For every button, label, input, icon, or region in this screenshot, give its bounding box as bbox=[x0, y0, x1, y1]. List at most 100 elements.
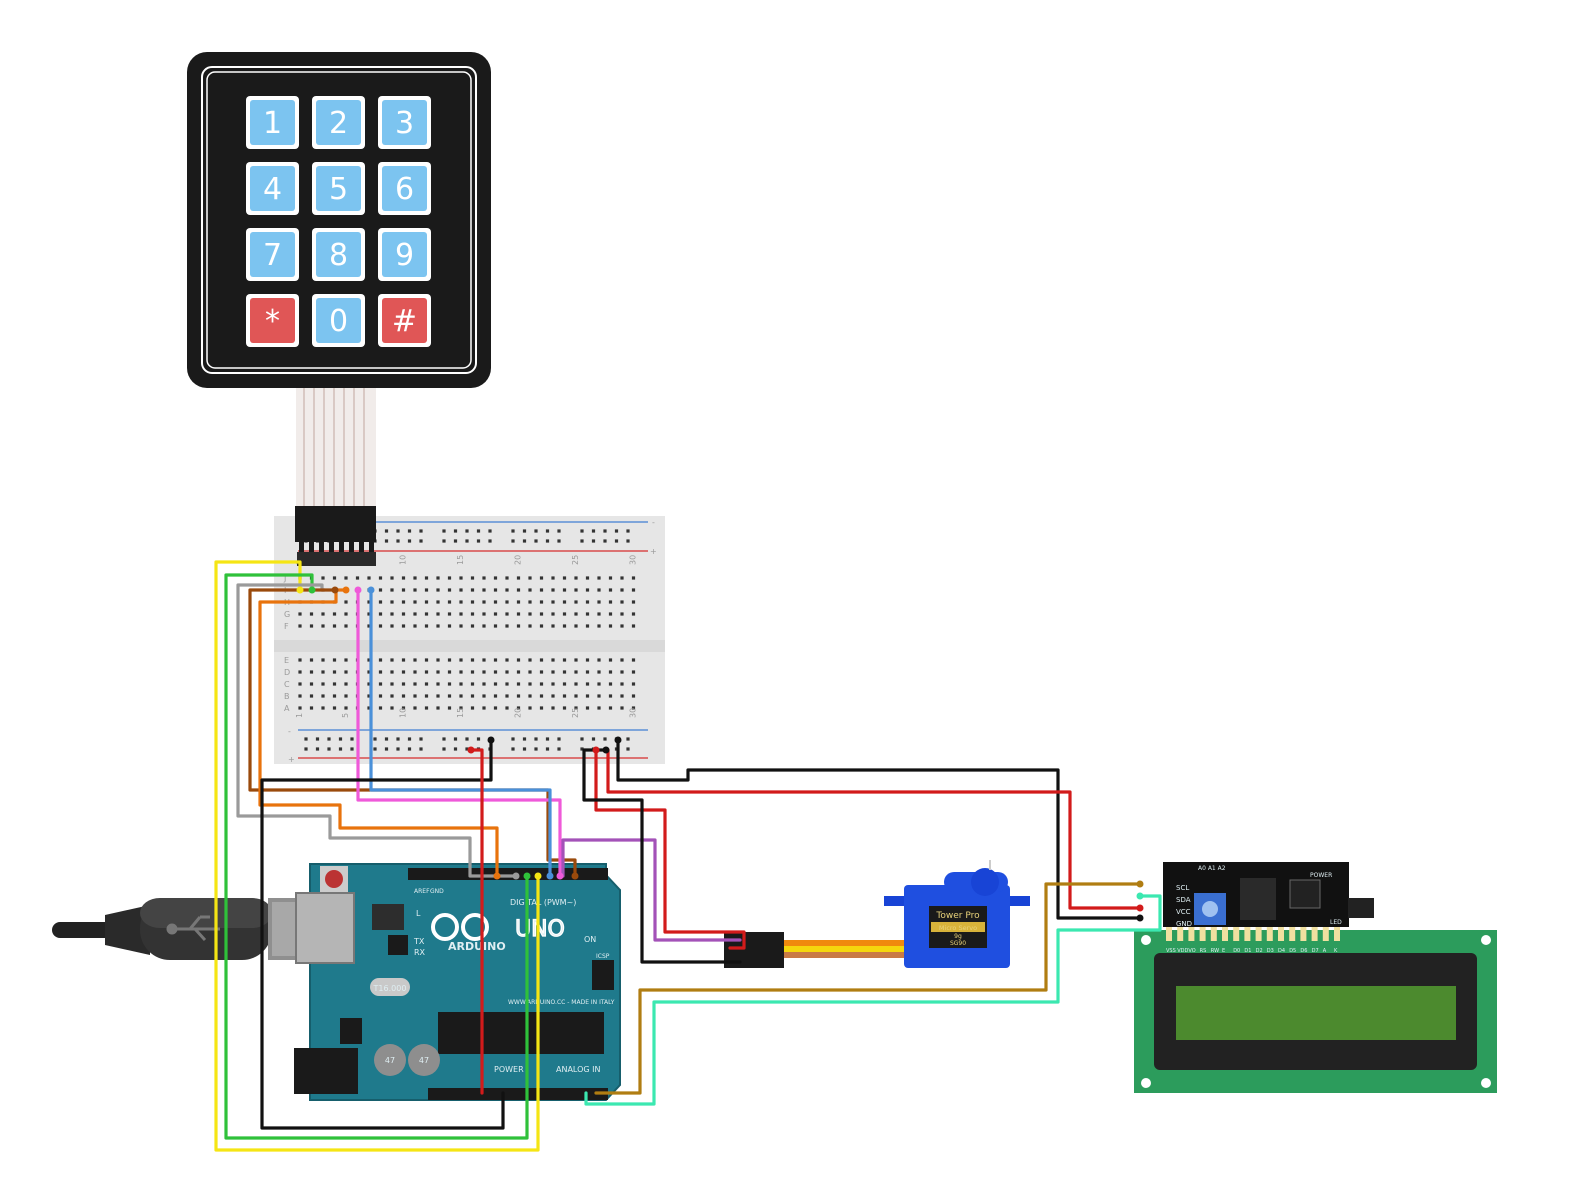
lcd-pin-label: RW bbox=[1211, 948, 1219, 954]
keypad-key-5[interactable]: 5 bbox=[312, 162, 365, 215]
i2c-pin-gnd: GND bbox=[1176, 920, 1192, 928]
keypad-key-label: # bbox=[392, 304, 417, 339]
keypad-key-2[interactable]: 2 bbox=[312, 96, 365, 149]
i2c-led-label: LED bbox=[1330, 919, 1342, 926]
breadboard-row-letter: D bbox=[284, 668, 290, 677]
capacitor-label-2: 47 bbox=[419, 1056, 429, 1065]
wire-black-bb-gnd bbox=[260, 738, 505, 1130]
icsp-label: ICSP bbox=[596, 953, 610, 960]
rail-minus-bottom: - bbox=[288, 727, 291, 736]
wire-red-bb-5v bbox=[469, 748, 484, 1095]
lcd-pin-label: VDD bbox=[1177, 948, 1188, 954]
keypad-key-3[interactable]: 3 bbox=[378, 96, 431, 149]
keypad-key-label: 7 bbox=[263, 238, 282, 273]
breadboard-row-letter: G bbox=[284, 610, 290, 619]
keypad-key-12[interactable]: # bbox=[378, 294, 431, 347]
breadboard-column-number: 30 bbox=[629, 555, 638, 565]
lcd-pin-label: RS bbox=[1200, 948, 1207, 954]
keypad-key-9[interactable]: 9 bbox=[378, 228, 431, 281]
breadboard-column-number: 30 bbox=[629, 708, 638, 718]
breadboard-column-number: 15 bbox=[456, 708, 465, 718]
keypad-key-8[interactable]: 8 bbox=[312, 228, 365, 281]
keypad-key-label: 1 bbox=[263, 106, 282, 141]
servo-name: Micro Servo bbox=[939, 924, 977, 932]
lcd-pin-label: D4 bbox=[1278, 948, 1285, 954]
lcd-pin-label: VSS bbox=[1166, 948, 1176, 954]
keypad-key-1[interactable]: 1 bbox=[246, 96, 299, 149]
breadboard-row-letter: B bbox=[284, 692, 290, 701]
keypad-key-10[interactable]: * bbox=[246, 294, 299, 347]
wire-endpoints bbox=[296, 586, 1144, 922]
breadboard-column-number: 25 bbox=[571, 708, 580, 718]
breadboard-row-letter: C bbox=[284, 680, 290, 689]
tx-label: TX bbox=[413, 937, 425, 946]
breadboard-column-number: 20 bbox=[514, 708, 523, 718]
lcd-pin-label: D3 bbox=[1267, 948, 1274, 954]
servo-motor: Tower Pro Micro Servo 9g SG90 bbox=[724, 860, 1030, 968]
keypad-key-label: 0 bbox=[329, 304, 348, 339]
wire-red-lcd-vcc bbox=[606, 748, 1142, 910]
i2c-pin-vcc: VCC bbox=[1176, 908, 1191, 916]
breadboard-holes bbox=[298, 529, 636, 751]
digital-label: DIGITAL (PWM~) bbox=[510, 898, 576, 907]
lcd-pin-label: D5 bbox=[1289, 948, 1296, 954]
keypad-key-11[interactable]: 0 bbox=[312, 294, 365, 347]
breadboard-column-number: 10 bbox=[399, 708, 408, 718]
wires bbox=[214, 560, 1162, 1152]
i2c-module: SCL SDA VCC GND POWER LED A0 A1 A2 bbox=[1163, 862, 1374, 928]
lcd-pin-label: VO bbox=[1188, 948, 1195, 954]
i2c-power-label: POWER bbox=[1310, 872, 1332, 879]
wire-orange bbox=[258, 588, 499, 878]
capacitor-label-1: 47 bbox=[385, 1056, 395, 1065]
breadboard-column-number: 1 bbox=[295, 713, 304, 718]
arduino-logo-icon bbox=[431, 913, 489, 941]
breadboard-column-number: 20 bbox=[514, 555, 523, 565]
aref-label: AREF bbox=[414, 888, 430, 895]
wire-yellow bbox=[214, 560, 540, 1152]
keypad-connector bbox=[295, 506, 376, 566]
arduino-footer: WWW.ARDUINO.CC - MADE IN ITALY bbox=[508, 999, 615, 1006]
lcd-pin-label: D0 bbox=[1233, 948, 1240, 954]
usb-icon bbox=[166, 915, 220, 942]
wire-black-servo-gnd bbox=[582, 748, 742, 964]
keypad-key-label: * bbox=[265, 304, 280, 339]
keypad-key-6[interactable]: 6 bbox=[378, 162, 431, 215]
arduino-uno: T16.000 47 47 ARDUINO UNO DIGITAL (PWM~)… bbox=[294, 863, 621, 1101]
lcd-pin-label: A bbox=[1323, 948, 1327, 954]
wire-cyan-lcd-sda bbox=[584, 894, 1162, 1106]
wire-red-servo-vcc bbox=[594, 748, 746, 950]
rail-plus-top: + bbox=[650, 547, 657, 556]
rail-plus-bottom: + bbox=[288, 755, 295, 764]
lcd-pin-label: D7 bbox=[1312, 948, 1319, 954]
keypad-key-label: 5 bbox=[329, 172, 348, 207]
gnd-label: GND bbox=[430, 888, 444, 895]
on-label: ON bbox=[584, 935, 596, 944]
wire-purple-servo-signal bbox=[561, 838, 742, 942]
keypad-key-label: 8 bbox=[329, 238, 348, 273]
lcd-pin-label: D6 bbox=[1300, 948, 1307, 954]
keypad-key-label: 4 bbox=[263, 172, 282, 207]
breadboard-column-number: 25 bbox=[571, 555, 580, 565]
arduino-logo-text: ARDUINO bbox=[448, 940, 506, 953]
breadboard-column-number: 10 bbox=[399, 555, 408, 565]
lcd-pin-label: D1 bbox=[1244, 948, 1251, 954]
breadboard-row-letter: A bbox=[284, 704, 290, 713]
wire-pink bbox=[356, 588, 562, 878]
keypad-key-7[interactable]: 7 bbox=[246, 228, 299, 281]
rx-label: RX bbox=[414, 948, 426, 957]
servo-weight: 9g bbox=[954, 933, 962, 940]
breadboard: - + - + 115510101515202025253030JIHGFEDC… bbox=[274, 506, 665, 764]
wire-green bbox=[224, 573, 529, 1140]
crystal-label: T16.000 bbox=[373, 984, 407, 993]
servo-model: SG90 bbox=[950, 940, 966, 947]
wire-black-lcd-gnd bbox=[616, 738, 1142, 920]
i2c-pin-sda: SDA bbox=[1176, 896, 1191, 904]
keypad-key-4[interactable]: 4 bbox=[246, 162, 299, 215]
breadboard-row-letter: F bbox=[284, 622, 289, 631]
keypad-key-label: 3 bbox=[395, 106, 414, 141]
